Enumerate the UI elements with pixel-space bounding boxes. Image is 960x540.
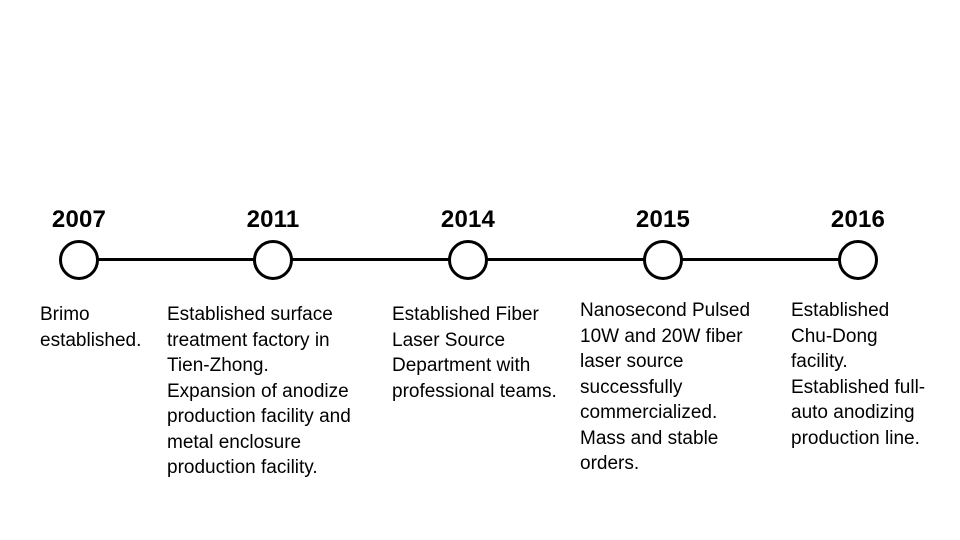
timeline-node-2014	[448, 240, 488, 280]
timeline-node-2015	[643, 240, 683, 280]
timeline-node-2011	[253, 240, 293, 280]
year-label-2016: 2016	[830, 206, 886, 233]
milestone-description-2015: Nanosecond Pulsed 10W and 20W fiber lase…	[580, 300, 751, 474]
milestone-description-2007: Brimo established.	[40, 304, 142, 351]
year-label-2014: 2014	[440, 206, 496, 233]
timeline-node-2016	[838, 240, 878, 280]
timeline-node-2007	[59, 240, 99, 280]
year-label-2007: 2007	[51, 206, 107, 233]
milestone-description-2016: Established Chu-Dong facility. Establish…	[791, 300, 926, 449]
milestone-description-2014: Established Fiber Laser Source Departmen…	[392, 304, 557, 402]
year-label-2015: 2015	[635, 206, 691, 233]
milestone-description-2011: Established surface treatment factory in…	[167, 304, 351, 478]
year-label-2011: 2011	[246, 206, 300, 233]
